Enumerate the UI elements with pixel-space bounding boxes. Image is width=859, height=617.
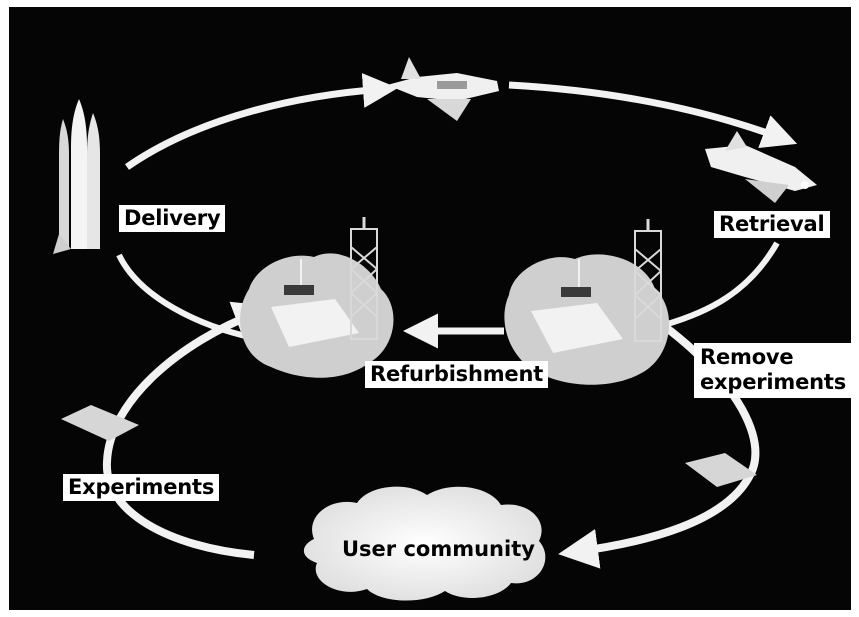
user-community-label: User community bbox=[342, 537, 535, 561]
orbit-arrow-top-right bbox=[508, 81, 798, 149]
diagram-frame: Delivery Retrieval Refurbishment Remove … bbox=[9, 7, 851, 610]
delivery-label: Delivery bbox=[119, 205, 226, 232]
launch-vehicle-icon bbox=[53, 99, 100, 254]
orbiter-in-orbit-icon bbox=[387, 57, 499, 121]
launch-pad-refurbish-icon bbox=[240, 217, 394, 378]
experiment-tray-left-icon bbox=[61, 405, 139, 441]
retrieval-arc bbox=[663, 241, 780, 328]
experiments-label: Experiments bbox=[63, 474, 220, 501]
landing-orbiter-icon bbox=[705, 131, 817, 203]
remove-experiments-label-line2: experiments bbox=[700, 370, 847, 394]
user-community-cloud bbox=[303, 486, 546, 601]
refurbishment-label: Refurbishment bbox=[365, 361, 549, 388]
cycle-diagram bbox=[53, 57, 817, 601]
launch-pad-retrieve-icon bbox=[504, 219, 670, 385]
remove-experiments-label: Remove experiments bbox=[694, 343, 851, 398]
experiments-arrow bbox=[102, 301, 274, 559]
experiment-tray-right-icon bbox=[685, 453, 757, 487]
remove-experiments-label-line1: Remove bbox=[700, 345, 794, 369]
orbit-arrow-top-left bbox=[125, 73, 398, 170]
delivery-arc bbox=[116, 253, 260, 342]
retrieval-label: Retrieval bbox=[714, 211, 830, 238]
